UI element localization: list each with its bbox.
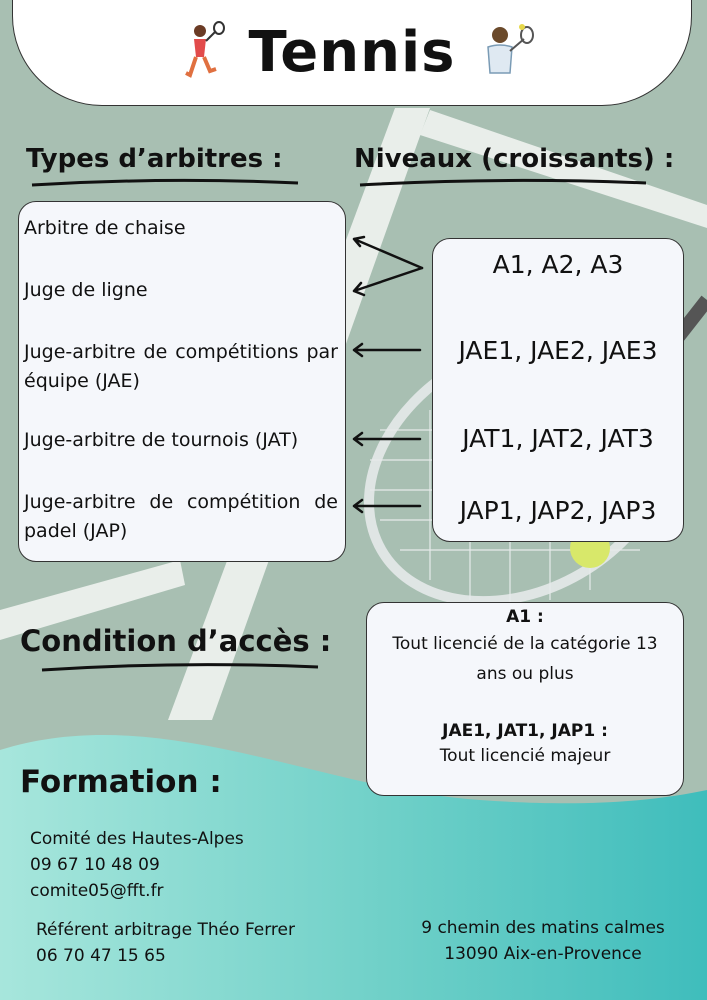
access-underline xyxy=(41,663,319,672)
committee-contact: Comité des Hautes-Alpes 09 67 10 48 09 c… xyxy=(30,826,244,904)
access-heading: Condition d’accès : xyxy=(20,624,332,658)
committee-email[interactable]: comite05@fft.fr xyxy=(30,881,164,901)
access-a1-label: A1 : xyxy=(506,607,544,627)
committee-name: Comité des Hautes-Alpes xyxy=(30,829,244,849)
type-item-chair-umpire: Arbitre de chaise xyxy=(24,217,186,239)
level-item-jae: JAE1, JAE2, JAE3 xyxy=(458,336,658,365)
arrow-jap-icon xyxy=(352,498,422,514)
referent-contact: Référent arbitrage Théo Ferrer 06 70 47 … xyxy=(36,917,295,969)
arrow-jae-icon xyxy=(352,342,422,358)
levels-heading: Niveaux (croissants) : xyxy=(354,144,675,174)
types-box xyxy=(18,201,346,562)
levels-box xyxy=(432,238,684,542)
type-item-line-judge: Juge de ligne xyxy=(24,279,148,301)
level-item-jat: JAT1, JAT2, JAT3 xyxy=(462,424,654,453)
access-jae-text: Tout licencié majeur xyxy=(439,746,611,766)
access-box: A1 : Tout licencié de la catégorie 13 an… xyxy=(366,602,684,796)
types-underline xyxy=(31,178,299,187)
formation-heading: Formation : xyxy=(20,764,222,800)
arrow-jat-icon xyxy=(352,431,422,447)
access-jae-label: JAE1, JAT1, JAP1 : xyxy=(442,721,608,741)
tennis-player-jump-icon xyxy=(185,21,226,78)
level-item-a: A1, A2, A3 xyxy=(492,250,624,279)
referent-phone: 06 70 47 15 65 xyxy=(36,946,166,966)
types-heading: Types d’arbitres : xyxy=(26,144,283,174)
referent-name: Référent arbitrage Théo Ferrer xyxy=(36,920,296,940)
arrow-line-icon xyxy=(352,266,424,297)
arrow-chair-icon xyxy=(352,235,424,270)
address-line2: 13090 Aix-en-Provence xyxy=(444,944,642,964)
levels-underline xyxy=(359,178,647,187)
type-item-jap: Juge-arbitre de compétition de padel (JA… xyxy=(24,491,338,542)
header-banner: Tennis xyxy=(12,0,692,106)
type-item-jae: Juge-arbitre de compétitions par équipe … xyxy=(24,341,338,392)
teal-wave xyxy=(0,734,707,1000)
type-item-jat: Juge-arbitre de tournois (JAT) xyxy=(24,429,299,451)
address: 9 chemin des matins calmes 13090 Aix-en-… xyxy=(420,915,666,967)
committee-phone: 09 67 10 48 09 xyxy=(30,855,160,875)
arrows xyxy=(352,235,424,514)
address-line1: 9 chemin des matins calmes xyxy=(421,918,665,938)
tennis-player-serve-icon xyxy=(486,24,534,74)
page-title: Tennis xyxy=(248,20,456,85)
access-a1-text: Tout licencié de la catégorie 13 ans ou … xyxy=(392,634,658,684)
level-item-jap: JAP1, JAP2, JAP3 xyxy=(459,496,657,525)
